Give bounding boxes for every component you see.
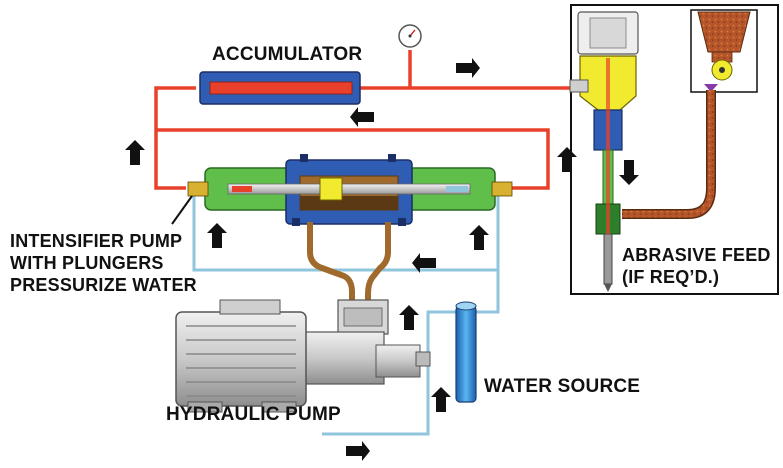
electric-motor	[175, 299, 307, 413]
arrow-up	[207, 223, 227, 248]
hydraulic-pump	[299, 299, 431, 385]
arrow-up	[469, 225, 489, 250]
arrow-down	[619, 160, 639, 185]
arrow-up	[125, 140, 145, 165]
abrasive-feed-label-line-2: (IF REQ’D.)	[622, 267, 720, 287]
intensifier-label-line-3: PRESSURIZE WATER	[10, 275, 197, 295]
abrasive-hopper	[697, 11, 751, 92]
intensifier-label-line-2: WITH PLUNGERS	[10, 253, 164, 273]
water-source-tank	[455, 301, 477, 403]
intensifier-leader-line	[171, 195, 193, 225]
intensifier-pump	[187, 154, 513, 226]
abrasive-feed-label: ABRASIVE FEED (IF REQ’D.)	[622, 244, 771, 288]
abrasive-feed-label-line-1: ABRASIVE FEED	[622, 245, 771, 265]
arrow-right	[346, 441, 370, 461]
hydraulic-oil-lines	[307, 222, 391, 312]
arrow-up	[431, 387, 451, 412]
arrow-up	[399, 305, 419, 330]
high-pressure-water-lines	[154, 50, 570, 190]
flow-arrows	[125, 58, 639, 461]
arrow-right	[456, 58, 480, 78]
accumulator	[199, 71, 361, 105]
abrasive-feed-line	[622, 90, 716, 219]
accumulator-label: ACCUMULATOR	[212, 44, 363, 65]
arrow-up	[557, 147, 577, 172]
intensifier-label: INTENSIFIER PUMP WITH PLUNGERS PRESSURIZ…	[10, 230, 197, 296]
intensifier-label-line-1: INTENSIFIER PUMP	[10, 231, 183, 251]
cutting-head	[569, 11, 639, 292]
water-source-label: WATER SOURCE	[484, 376, 641, 397]
arrow-left	[412, 253, 436, 273]
arrow-left	[350, 107, 374, 127]
hydraulic-pump-label: HYDRAULIC PUMP	[166, 404, 341, 425]
pressure-gauge	[398, 24, 422, 48]
